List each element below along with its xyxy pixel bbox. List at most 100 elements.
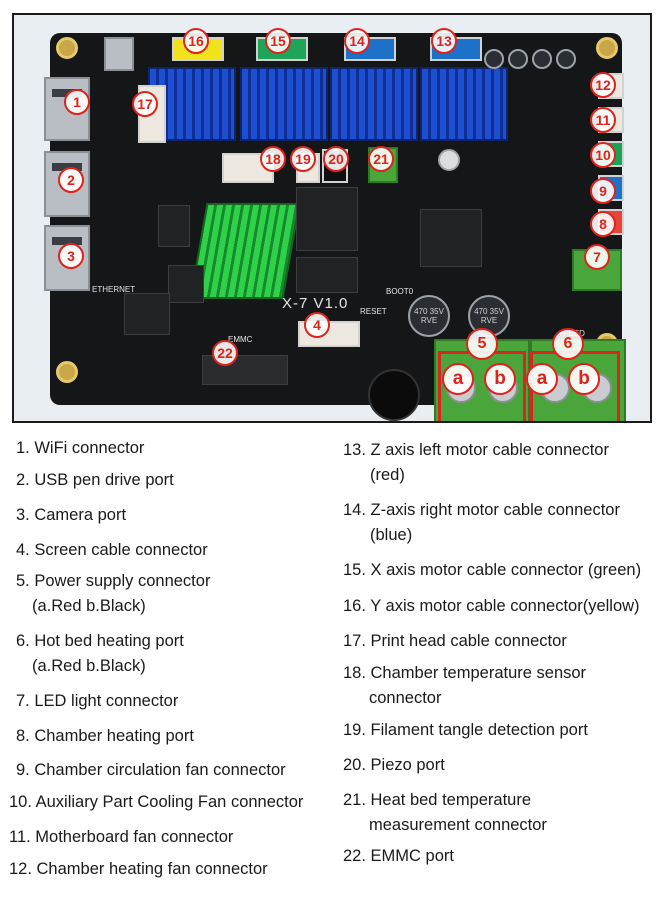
terminal-a-label: a [526,363,558,395]
legend-item-subtext: connector [369,689,442,707]
legend-item-text: 10. Auxiliary Part Cooling Fan connector [9,793,304,811]
legend-item: 21. Heat bed temperature measurement conn… [343,788,547,838]
legend-item: 2. USB pen drive port [16,468,174,493]
marker-14: 14 [344,28,370,54]
legend-item-text: 2. USB pen drive port [16,471,174,489]
legend-item: 5. Power supply connector (a.Red b.Black) [16,569,210,619]
terminal-a-label: a [442,363,474,395]
legend-item-subtext: (red) [370,466,405,484]
legend-item: 19. Filament tangle detection port [343,718,588,743]
legend-item-text: 20. Piezo port [343,756,445,774]
marker-17: 17 [132,91,158,117]
legend-item-text: 12. Chamber heating fan connector [9,860,268,878]
legend-item-subtext: (a.Red b.Black) [32,657,146,675]
legend-item-subtext: (a.Red b.Black) [32,597,146,615]
capacitor [484,49,504,69]
legend-item: 4. Screen cable connector [16,538,208,563]
terminal-b-label: b [568,363,600,395]
legend-item-text: 5. Power supply connector [16,572,211,590]
potentiometer [438,149,460,171]
legend-item-text: 21. Heat bed temperature [343,791,532,809]
legend-item-text: 6. Hot bed heating port [16,632,184,650]
legend-item-text: 18. Chamber temperature sensor [343,664,587,682]
boot-silk-label: BOOT0 [386,287,414,296]
marker-12: 12 [590,72,616,98]
capacitor-label: 470 35V RVE [414,307,444,325]
legend-item: 17. Print head cable connector [343,629,567,654]
legend-item-text: 22. EMMC port [343,847,454,865]
ic-chip [124,293,170,335]
legend-item-text: 4. Screen cable connector [16,541,208,559]
marker-9: 9 [590,178,616,204]
capacitor-label: 470 35V RVE [474,307,504,325]
legend-item: 14. Z-axis right motor cable connector (b… [343,498,620,548]
legend-item-text: 14. Z-axis right motor cable connector [343,501,620,519]
marker-5: 5 [466,328,498,360]
legend-item: 3. Camera port [16,503,126,528]
legend-item: 1. WiFi connector [16,436,144,461]
legend-item-text: 17. Print head cable connector [343,632,567,650]
legend-item-text: 1. WiFi connector [16,439,145,457]
marker-16: 16 [183,28,209,54]
legend-item: 13. Z axis left motor cable connector (re… [343,438,609,488]
usb-c-port [104,37,134,71]
mounting-hole [596,37,618,59]
marker-6: 6 [552,328,584,360]
mcu-chip [420,209,482,267]
capacitor-large: 470 35V RVE [408,295,450,337]
legend-item-text: 9. Chamber circulation fan connector [16,761,286,779]
capacitor [556,49,576,69]
legend-item-text: 3. Camera port [16,506,127,524]
marker-19: 19 [290,146,316,172]
legend-item-subtext: measurement connector [369,816,547,834]
marker-2: 2 [58,167,84,193]
legend-item-subtext: (blue) [370,526,413,544]
legend-item-text: 11. Motherboard fan connector [9,828,234,846]
terminal-b-label: b [484,363,516,395]
marker-8: 8 [590,211,616,237]
memory-chip [296,187,358,251]
legend-item: 12. Chamber heating fan connector [9,857,268,882]
legend-item-text: 8. Chamber heating port [16,727,194,745]
legend-item-text: 19. Filament tangle detection port [343,721,588,739]
legend-item: 20. Piezo port [343,753,445,778]
ic-chip [158,205,190,247]
legend-item: 8. Chamber heating port [16,724,194,749]
capacitor [532,49,552,69]
reset-silk-label: RESET [360,307,387,316]
marker-15: 15 [265,28,291,54]
marker-13: 13 [431,28,457,54]
legend-item: 16. Y axis motor cable connector(yellow) [343,594,640,619]
board-photo: 470 35V RVE 470 35V RVE X-7 V1.0 EMMC H-… [12,13,652,423]
stepper-heatsink [420,67,508,141]
legend-item: 9. Chamber circulation fan connector [16,758,286,783]
legend-item-text: 7. LED light connector [16,692,179,710]
stepper-heatsink [240,67,328,141]
pcb: 470 35V RVE 470 35V RVE X-7 V1.0 EMMC H-… [44,33,626,421]
marker-20: 20 [323,146,349,172]
legend-item: 6. Hot bed heating port (a.Red b.Black) [16,629,184,679]
legend-item-text: 15. X axis motor cable connector (green) [343,561,642,579]
buzzer [368,369,420,421]
legend-item-text: 16. Y axis motor cable connector(yellow) [343,597,640,615]
legend-item: 15. X axis motor cable connector (green) [343,558,641,583]
marker-21: 21 [368,146,394,172]
ic-chip [168,265,204,303]
legend-item-text: 13. Z axis left motor cable connector [343,441,609,459]
legend-item: 22. EMMC port [343,844,454,869]
marker-11: 11 [590,107,616,133]
marker-4: 4 [304,312,330,338]
marker-7: 7 [584,244,610,270]
cpu-heatsink [189,203,301,299]
board-model-label: X-7 V1.0 [282,295,349,312]
ethernet-silk-label: ETHERNET [92,285,136,294]
marker-18: 18 [260,146,286,172]
emmc-silk-label: EMMC [228,335,253,344]
marker-10: 10 [590,142,616,168]
marker-1: 1 [64,89,90,115]
capacitor [508,49,528,69]
memory-chip [296,257,358,293]
marker-3: 3 [58,243,84,269]
marker-22: 22 [212,340,238,366]
legend-item: 10. Auxiliary Part Cooling Fan connector [9,790,303,815]
